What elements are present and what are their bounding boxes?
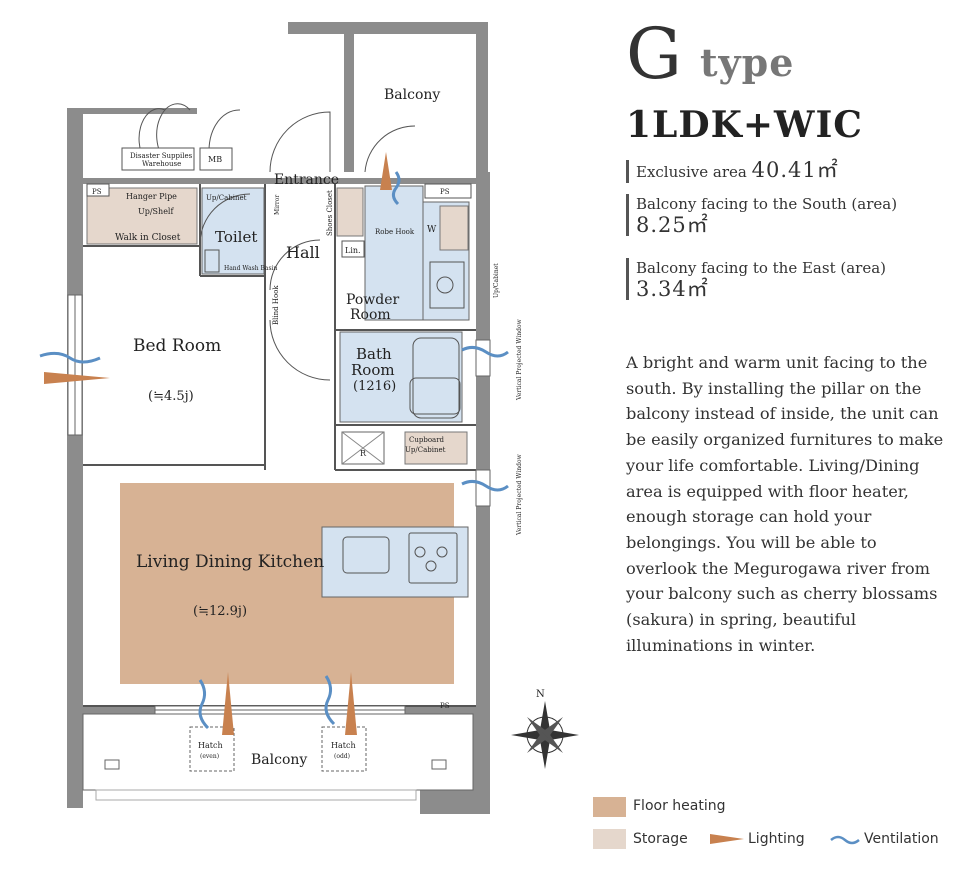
hanger-pipe-label: Hanger Pipe [126,192,177,201]
mirror-label: Mirror [274,195,281,215]
vertical-window-label-1: Vertical Projected Window [516,318,523,401]
disaster-label-2: Warehouse [142,160,181,168]
bath-room-label-1: Bath [356,345,392,363]
storage-swatch [593,829,626,849]
north-balcony-label: Balcony [384,87,440,103]
ps-box-right [424,183,472,199]
floor-heating-swatch [593,797,626,817]
legend-ventilation: Ventilation [864,831,939,847]
ventilation-marks [39,171,509,730]
layout-title: 1LDK+WIC [626,104,863,146]
south-balcony-area-value: 8.25㎡ [636,213,709,237]
up-cabinet-label: Up/Cabinet [206,194,247,202]
compass-icon [511,701,579,769]
south-balcony-label: Balcony [251,752,307,768]
east-balcony-area: Balcony facing to the East (area) 3.34㎡ [626,258,886,300]
ventilation-icon [830,835,860,845]
north-label: N [536,689,545,700]
legend-storage: Storage [633,831,688,847]
hatch-odd-label: Hatch [331,741,356,750]
interior-walls [83,184,476,707]
east-balcony-area-label: Balcony facing to the East (area) [636,259,887,277]
lin-box [341,240,365,258]
robe-hook-label: Robe Hook [375,228,415,236]
bed-room-size: (≒4.5j) [148,389,194,404]
toilet-label: Toilet [215,228,257,246]
floor-plan: Balcony Entrance Hall Toilet Bed Room (≒… [39,22,579,814]
exclusive-area-value: 40.41㎡ [751,158,839,182]
entrance-label: Entrance [274,172,339,188]
ldk-size: (≒12.9j) [193,604,247,619]
bed-room-label: Bed Room [133,336,221,356]
lighting-arrows [44,152,392,735]
legend-floor-heating: Floor heating [633,798,726,814]
type-word: type [700,40,795,85]
walk-in-closet-label: Walk in Closet [115,233,181,243]
lin-label: Lin. [345,246,361,255]
east-balcony-area-value: 3.34㎡ [636,277,709,301]
powder-room-label-2: Room [350,307,391,323]
w-label: W [427,225,437,235]
up-cabinet-cupboard-label: Up/Cabinet [405,446,446,454]
mb-label: MB [208,155,222,164]
hatch-even-sub: (even) [200,753,219,760]
bath-room-label-2: Room [351,361,395,379]
legend-lighting: Lighting [748,831,805,847]
windows [67,294,491,716]
up-cabinet-right-label: Up/Cabinet [493,263,500,298]
description: A bright and warm unit facing to the sou… [626,353,944,655]
vertical-window-label-2: Vertical Projected Window [516,453,523,536]
storage-areas [86,187,469,465]
south-balcony-area-label: Balcony facing to the South (area) [636,195,898,213]
lighting-icon [710,834,744,844]
shoes-closet-label: Shoes Closet [326,190,334,236]
disaster-label-1: Disaster Suppiles [130,152,193,160]
bath-room-size: (1216) [353,379,396,394]
blind-hook-label: Blind Hook [272,285,280,325]
hatch-odd-sub: (odd) [334,753,350,760]
ps-label-left: PS [92,188,102,196]
ldk-label: Living Dining Kitchen [136,552,324,572]
ps-label-right: PS [440,188,450,196]
hand-wash-label: Hand Wash Basin [224,265,277,272]
hatch-even-label: Hatch [198,741,223,750]
ps-label-bottom: PS [440,702,450,710]
powder-room-label-1: Powder [346,292,400,308]
cupboard-label: Cupboard [409,436,445,444]
south-balcony-area: Balcony facing to the South (area) 8.25㎡ [626,194,897,236]
south-balcony [82,713,474,791]
exclusive-area-label: Exclusive area [636,163,747,181]
type-letter: G [626,13,682,95]
mb-box [199,147,233,171]
hall-label: Hall [286,243,320,262]
kitchen-fixtures [204,249,465,584]
up-shelf-label: Up/Shelf [138,207,174,216]
exclusive-area: Exclusive area 40.41㎡ [626,160,839,183]
ps-box-left [86,183,110,197]
refrigerator-label: R [360,449,367,458]
disaster-warehouse [121,147,195,171]
hatch-odd [321,726,367,772]
kitchen-counter [321,526,469,598]
